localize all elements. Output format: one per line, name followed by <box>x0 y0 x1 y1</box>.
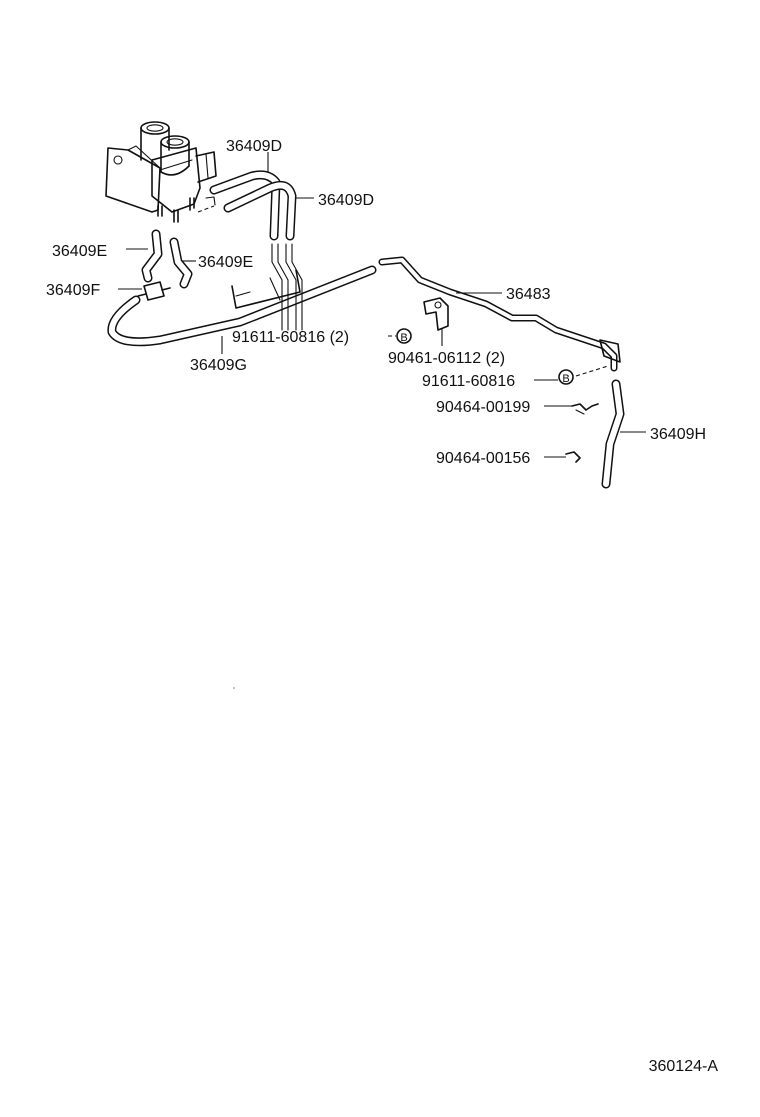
label-36409F: 36409F <box>46 282 100 299</box>
hose-36409D-lower <box>223 180 297 241</box>
pipe-36483 <box>378 256 621 372</box>
svg-text:B: B <box>400 332 407 344</box>
pipe-bundle <box>231 243 303 331</box>
label-90464-00156: 90464-00156 <box>436 450 530 467</box>
bolt-marker-2: B <box>558 369 574 385</box>
label-90461-06112-2: 90461-06112 (2) <box>388 350 505 367</box>
scan-speck <box>233 687 235 689</box>
label-91611-60816-2: 91611-60816 (2) <box>232 329 349 346</box>
label-36409D-upper: 36409D <box>226 138 282 155</box>
vacuum-switching-valve <box>105 121 217 223</box>
label-36409D-lower: 36409D <box>318 192 374 209</box>
hose-36409D-upper <box>209 170 281 241</box>
hose-36409H <box>601 379 625 489</box>
hose-36409G <box>107 265 377 347</box>
leader-lines <box>118 152 646 458</box>
part-labels: 36409D 36409D 36409E 36409E 36409F 36483… <box>46 138 706 467</box>
label-91611-60816: 91611-60816 <box>422 373 515 390</box>
label-36409E-right: 36409E <box>198 254 253 271</box>
diagram-code: 360124-A <box>648 1058 718 1075</box>
svg-text:B: B <box>562 373 569 385</box>
label-90464-00199: 90464-00199 <box>436 399 530 416</box>
clamp-90461-06112 <box>423 297 449 331</box>
label-36409E-left: 36409E <box>52 243 107 260</box>
hose-36409E-right <box>169 237 193 289</box>
label-36409H: 36409H <box>650 426 706 443</box>
label-36409G: 36409G <box>190 357 247 374</box>
clip-90464-00199 <box>571 403 599 415</box>
bolt-marker-1: B <box>396 328 412 344</box>
fitting-36409F <box>137 281 171 301</box>
clip-90464-00156 <box>565 451 581 463</box>
label-36483: 36483 <box>506 286 551 303</box>
hose-36409E-left <box>141 229 163 283</box>
